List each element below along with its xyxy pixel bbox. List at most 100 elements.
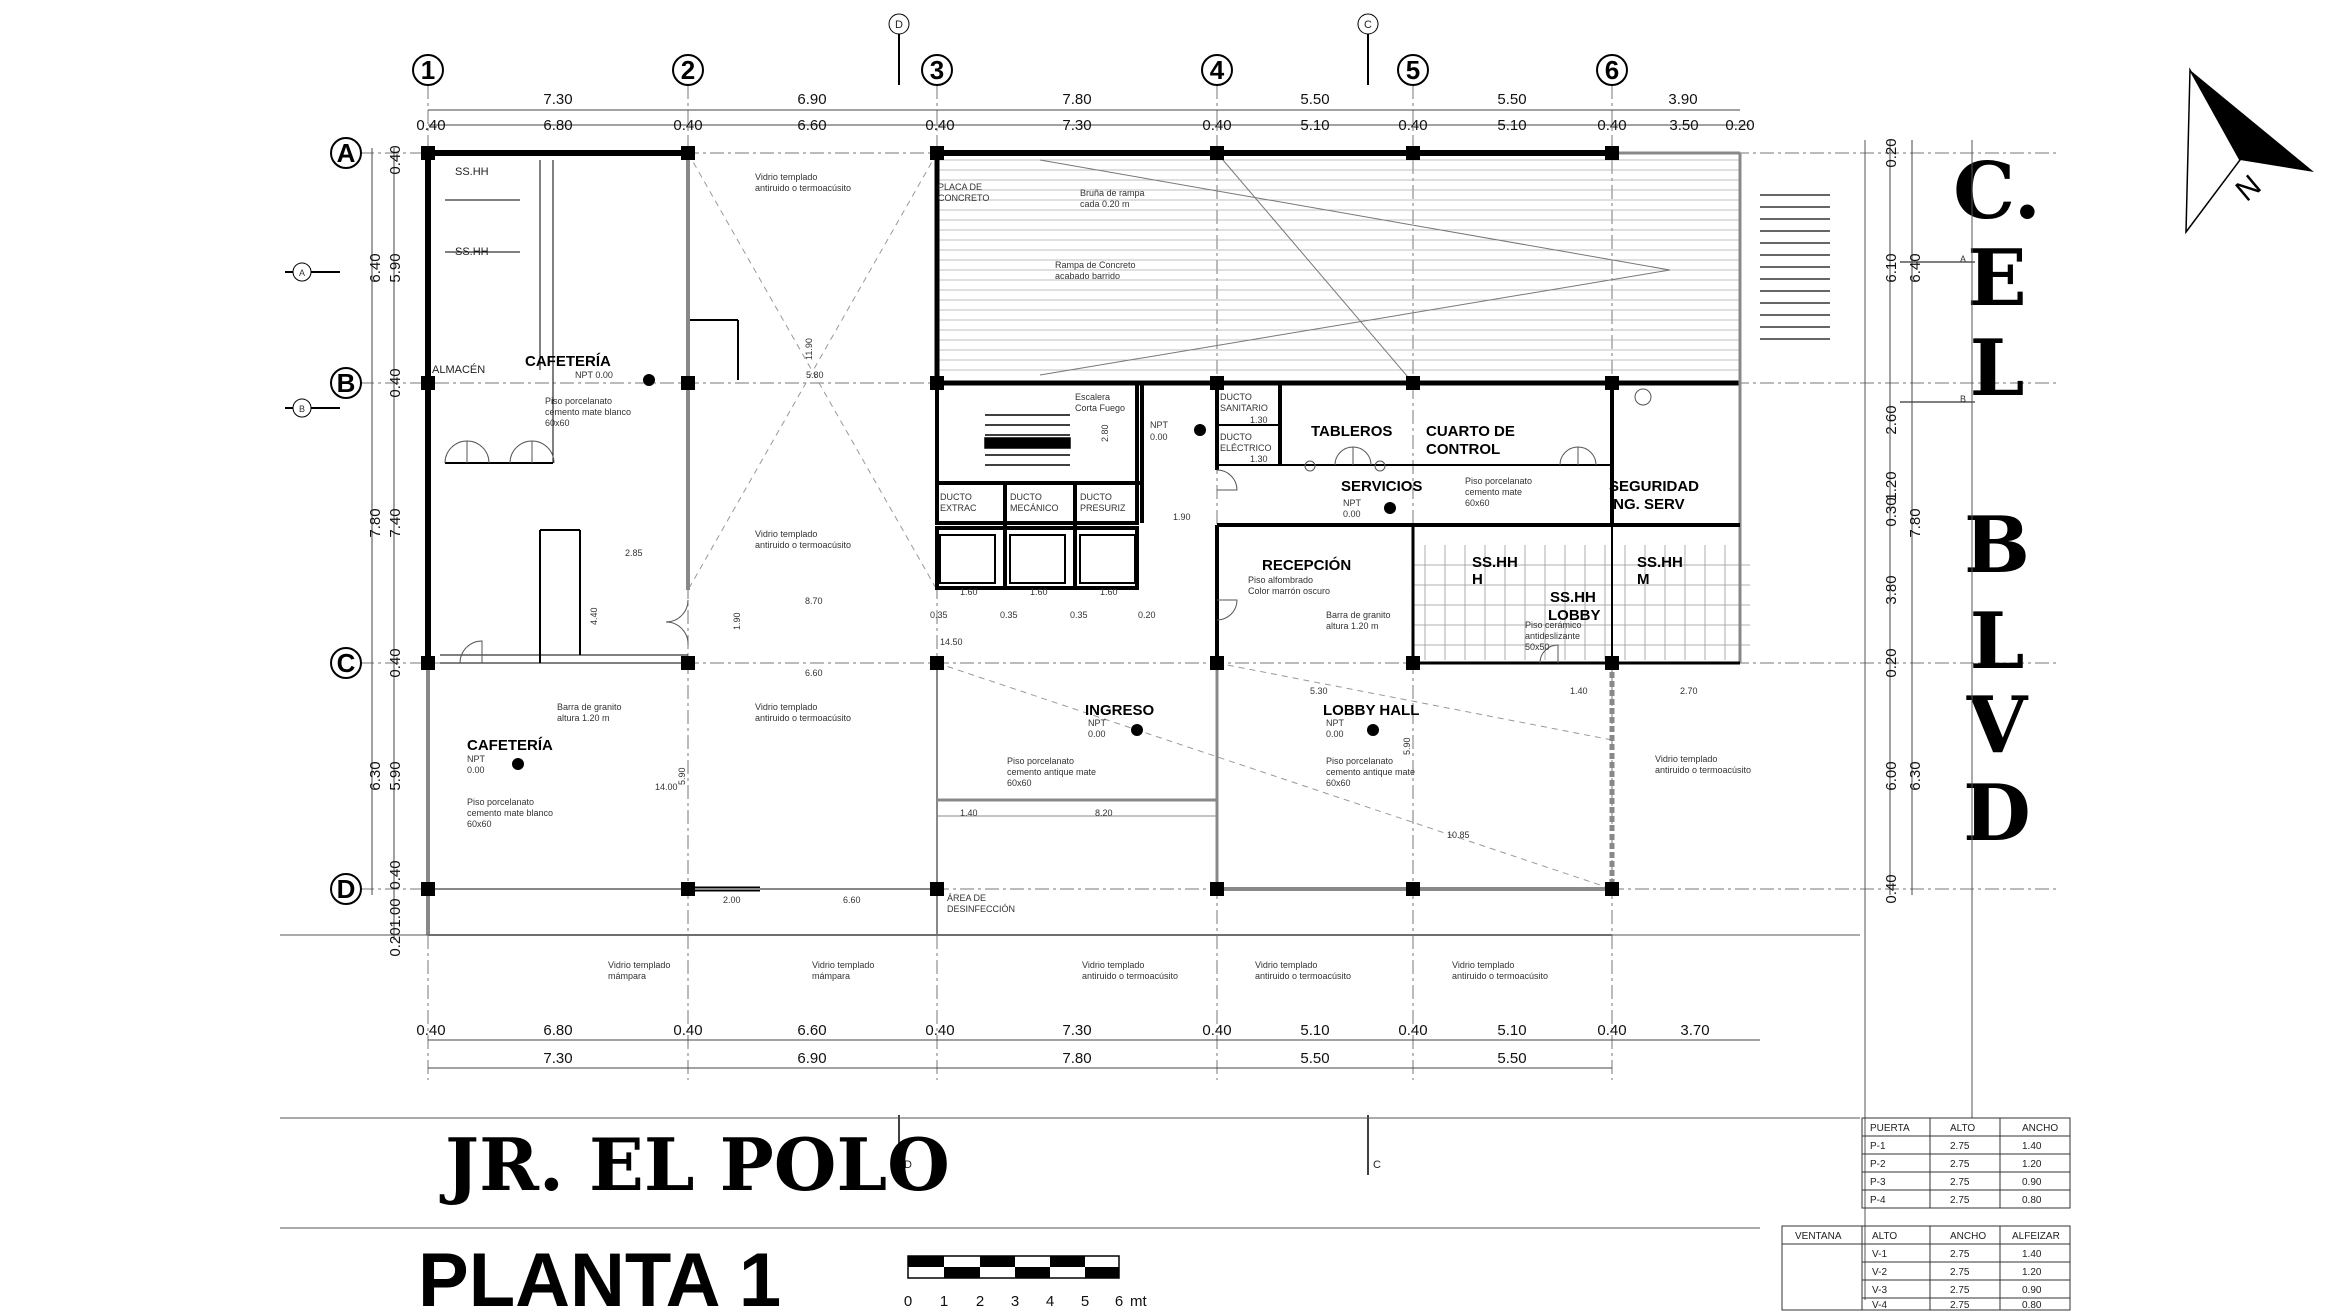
svg-text:0.40: 0.40: [416, 1022, 445, 1039]
svg-text:0.40: 0.40: [1398, 1022, 1427, 1039]
svg-text:SERVICIOS: SERVICIOS: [1341, 478, 1422, 495]
level-markers: [512, 374, 1396, 770]
scale-bar: 0 1 2 3 4 5 6 mt: [904, 1255, 1147, 1310]
svg-text:Vidrio templado: Vidrio templado: [1655, 754, 1717, 764]
svg-text:D: D: [1963, 768, 2031, 859]
svg-text:4: 4: [1046, 1293, 1054, 1310]
svg-text:7.30: 7.30: [1062, 1022, 1091, 1039]
svg-text:0.40: 0.40: [387, 648, 404, 677]
svg-text:0.40: 0.40: [925, 117, 954, 134]
svg-text:H: H: [1472, 571, 1483, 588]
svg-text:7.30: 7.30: [1062, 117, 1091, 134]
svg-text:6.00: 6.00: [1883, 761, 1900, 790]
svg-text:11.90: 11.90: [804, 338, 814, 360]
svg-text:D: D: [337, 874, 356, 904]
svg-text:2.75: 2.75: [1950, 1141, 1970, 1152]
svg-text:PUERTA: PUERTA: [1870, 1123, 1910, 1134]
svg-text:5.50: 5.50: [1497, 91, 1526, 108]
svg-text:D: D: [904, 1159, 912, 1171]
section-mark-d-bottom: D: [898, 1115, 912, 1175]
svg-text:6.30: 6.30: [367, 761, 384, 790]
svg-text:ALFEIZAR: ALFEIZAR: [2012, 1231, 2060, 1242]
plan-title: PLANTA 1: [418, 1238, 781, 1311]
svg-text:Vidrio templado: Vidrio templado: [755, 529, 817, 539]
svg-text:0.40: 0.40: [1597, 117, 1626, 134]
svg-text:7.40: 7.40: [387, 508, 404, 537]
top-axis-dims: 7.30 6.90 7.80 5.50 5.50 3.90: [543, 91, 1697, 108]
svg-text:7.30: 7.30: [543, 91, 572, 108]
svg-text:CAFETERÍA: CAFETERÍA: [467, 737, 553, 754]
svg-text:Vidrio templado: Vidrio templado: [755, 172, 817, 182]
svg-text:ALTO: ALTO: [1872, 1231, 1897, 1242]
svg-text:0.40: 0.40: [1597, 1022, 1626, 1039]
column-bubble-5: 5: [1397, 54, 1429, 86]
svg-text:NPT: NPT: [1088, 718, 1107, 728]
svg-text:CONTROL: CONTROL: [1426, 441, 1500, 458]
svg-text:DUCTO: DUCTO: [1220, 392, 1252, 402]
svg-text:8.70: 8.70: [805, 596, 823, 606]
svg-text:0: 0: [904, 1293, 912, 1310]
svg-text:4: 4: [1210, 55, 1225, 85]
svg-text:0.90: 0.90: [2022, 1285, 2042, 1296]
top-detail-dims: 0.40 6.80 0.40 6.60 0.40 7.30 0.40 5.10 …: [416, 117, 1754, 134]
svg-text:1.30: 1.30: [1250, 415, 1268, 425]
svg-text:5.10: 5.10: [1497, 1022, 1526, 1039]
svg-text:LOBBY HALL: LOBBY HALL: [1323, 702, 1419, 719]
svg-text:E: E: [1967, 233, 2026, 324]
svg-text:N: N: [2230, 169, 2268, 208]
svg-text:1: 1: [940, 1293, 948, 1310]
svg-text:0.20: 0.20: [1138, 610, 1156, 620]
svg-text:altura 1.20 m: altura 1.20 m: [557, 713, 610, 723]
svg-text:5.10: 5.10: [1300, 1022, 1329, 1039]
svg-text:Vidrio templado: Vidrio templado: [1082, 960, 1144, 970]
svg-text:2: 2: [976, 1293, 984, 1310]
svg-text:Bruña de rampa: Bruña de rampa: [1080, 188, 1145, 198]
row-bubble-a: A: [330, 137, 362, 169]
svg-text:7.80: 7.80: [1907, 508, 1924, 537]
inner-dims: 2.85 4.40 8.70 6.60 14.00 14.50 5.90 5.3…: [589, 338, 1698, 905]
svg-text:1.40: 1.40: [2022, 1249, 2042, 1260]
column-bubble-4: 4: [1201, 54, 1233, 86]
svg-text:1.60: 1.60: [1030, 587, 1048, 597]
void-diagonals: [687, 152, 1613, 890]
svg-text:ANCHO: ANCHO: [1950, 1231, 1986, 1242]
stair-treads: [1760, 194, 1830, 340]
svg-text:ALMACÉN: ALMACÉN: [432, 363, 485, 376]
svg-text:6.10: 6.10: [1883, 253, 1900, 282]
row-bubble-b: B: [330, 367, 362, 399]
svg-text:P-3: P-3: [1870, 1177, 1886, 1188]
svg-text:C: C: [337, 648, 356, 678]
row-bubble-d: D: [330, 873, 362, 905]
svg-text:NPT 0.00: NPT 0.00: [575, 370, 613, 380]
svg-text:B: B: [1960, 394, 1966, 404]
svg-text:antiruido o termoacúsito: antiruido o termoacúsito: [755, 183, 851, 193]
svg-text:antiruido o termoacúsito: antiruido o termoacúsito: [1452, 971, 1548, 981]
svg-text:NPT: NPT: [1326, 718, 1345, 728]
section-mark-b-right: B: [1900, 394, 1975, 404]
svg-text:Piso alfombrado: Piso alfombrado: [1248, 575, 1313, 585]
svg-text:3: 3: [1011, 1293, 1019, 1310]
svg-text:6.90: 6.90: [797, 91, 826, 108]
svg-text:C.: C.: [1953, 146, 2041, 237]
svg-text:SS.HH: SS.HH: [1472, 554, 1518, 571]
window-schedule-table: VENTANA ALTO ANCHO ALFEIZAR V-1 2.75 1.4…: [1781, 1225, 2071, 1311]
svg-text:PRESURIZ: PRESURIZ: [1080, 503, 1126, 513]
svg-text:mt: mt: [1130, 1293, 1147, 1310]
svg-text:0.40: 0.40: [673, 1022, 702, 1039]
svg-text:60x60: 60x60: [467, 819, 492, 829]
svg-text:4.40: 4.40: [589, 607, 599, 625]
column-bubble-1: 1: [412, 54, 444, 86]
svg-text:B: B: [299, 404, 305, 414]
svg-text:cemento mate blanco: cemento mate blanco: [467, 808, 553, 818]
section-mark-c-top: C: [1357, 13, 1379, 85]
svg-text:DUCTO: DUCTO: [940, 492, 972, 502]
tile-grid: [1413, 545, 1750, 660]
svg-text:7.80: 7.80: [367, 508, 384, 537]
svg-text:mámpara: mámpara: [608, 971, 646, 981]
svg-text:TABLEROS: TABLEROS: [1311, 423, 1392, 440]
svg-text:SS.HH: SS.HH: [1637, 554, 1683, 571]
svg-text:NPT: NPT: [467, 754, 486, 764]
svg-text:0.35: 0.35: [930, 610, 948, 620]
svg-text:1.90: 1.90: [732, 612, 742, 630]
